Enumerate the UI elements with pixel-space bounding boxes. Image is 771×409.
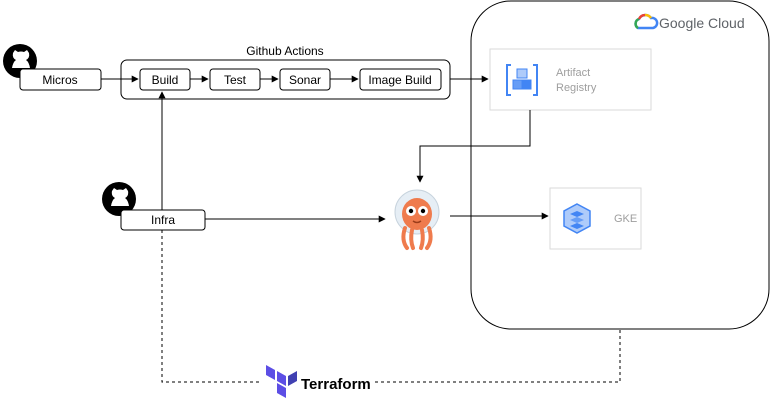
sonar-step-label: Sonar <box>289 73 321 87</box>
github-actions-title: Github Actions <box>246 44 323 58</box>
connectors <box>101 75 621 383</box>
gke-label: GKE <box>614 213 637 225</box>
terraform-icon <box>266 365 297 398</box>
artifact-registry-label-line2: Registry <box>556 82 597 94</box>
argocd-icon <box>394 189 440 250</box>
build-step-label: Build <box>152 73 179 87</box>
infra-repo-box <box>120 209 206 231</box>
micros-repo-label: Micros <box>42 73 77 87</box>
dashed-terraform-to-gcp <box>375 330 621 383</box>
google-cloud-brand: Google Cloud <box>659 15 745 31</box>
dashed-infra-to-terraform <box>161 230 262 383</box>
gke-icon <box>563 203 591 234</box>
google-cloud-icon <box>634 13 659 30</box>
github-icon <box>102 182 136 216</box>
artifact-registry-icon <box>506 64 538 96</box>
image-build-step-box <box>359 68 442 91</box>
arrow-artifact-registry-to-argocd <box>416 110 531 183</box>
infra-repo-label: Infra <box>151 213 175 227</box>
terraform-label: Terraform <box>301 376 371 393</box>
image-build-step-label: Image Build <box>368 73 431 87</box>
artifact-registry-label-line1: Artifact <box>556 67 590 79</box>
test-step-label: Test <box>224 73 247 87</box>
